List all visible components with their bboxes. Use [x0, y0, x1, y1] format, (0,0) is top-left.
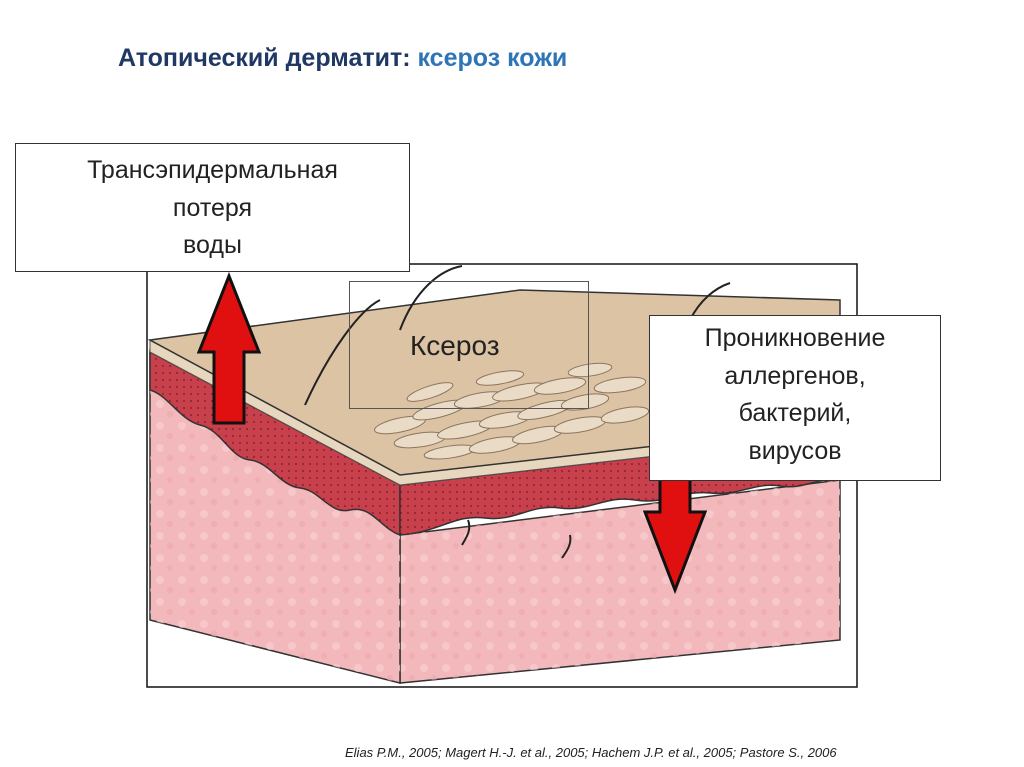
- penetration-label-line: аллергенов,: [724, 361, 866, 390]
- penetration-label-box: Проникновение аллергенов, бактерий, виру…: [649, 315, 941, 481]
- water-loss-label-line: Трансэпидермальная: [87, 156, 338, 184]
- slide-title: Атопический дерматит: ксероз кожи: [118, 44, 567, 73]
- hair: [304, 299, 381, 406]
- penetration-label-line: вирусов: [748, 436, 842, 465]
- hair: [399, 265, 463, 331]
- penetration-label-line: бактерий,: [738, 399, 852, 427]
- arrow-up-icon: [196, 271, 262, 425]
- hair: [561, 534, 572, 559]
- citation: Elias P.M., 2005; Magert H.-J. et al., 2…: [345, 745, 837, 760]
- water-loss-label-line: потеря: [172, 193, 253, 222]
- title-separator: :: [402, 44, 418, 72]
- title-accent: ксероз кожи: [417, 44, 568, 72]
- penetration-label-line: Проникновение: [704, 324, 886, 352]
- xerosis-label: Ксероз: [410, 330, 500, 361]
- xerosis-label-box: Ксероз: [349, 281, 589, 409]
- water-loss-label-line: воды: [183, 231, 242, 259]
- hair: [461, 519, 471, 546]
- skin-flakes: [374, 362, 650, 460]
- title-main: Атопический дерматит: [118, 44, 403, 72]
- water-loss-label-box: Трансэпидермальная потеря воды: [15, 143, 410, 272]
